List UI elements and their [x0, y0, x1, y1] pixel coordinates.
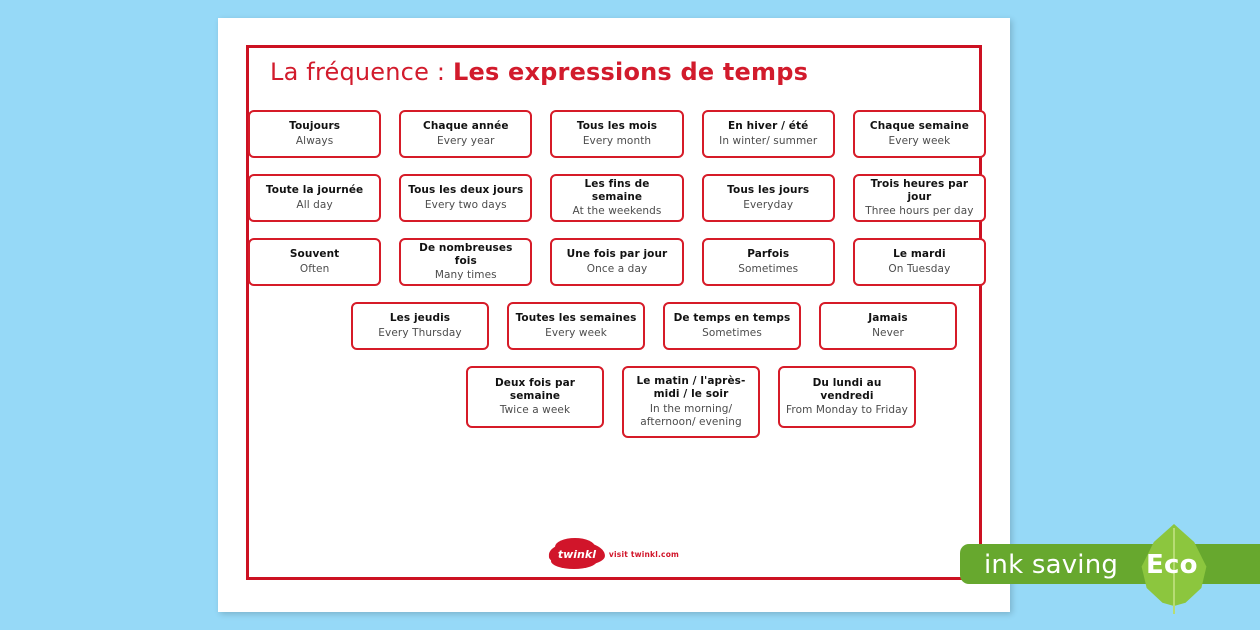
twinkl-logo[interactable]: twinkl visit twinkl.com: [548, 538, 680, 569]
card-english-term: Often: [299, 263, 330, 275]
expression-card[interactable]: Tous les mois Every month: [550, 110, 684, 158]
card-french-term: Du lundi au vendredi: [812, 376, 882, 402]
card-french-term: Souvent: [289, 248, 340, 261]
eco-label: Eco: [1146, 550, 1198, 580]
card-french-term: Toute la journée: [265, 184, 364, 197]
expression-card[interactable]: En hiver / été In winter/ summer: [701, 110, 835, 158]
blob-part: [554, 538, 595, 556]
card-english-term: Sometimes: [738, 263, 799, 275]
card-row-1: Toujours Always Chaque année Every year …: [248, 110, 987, 158]
card-french-term: Les fins de semaine: [584, 177, 650, 203]
card-english-term: Always: [295, 135, 334, 147]
expression-card-grid: Toujours Always Chaque année Every year …: [248, 110, 987, 582]
card-french-term: Deux fois par semaine: [494, 376, 576, 402]
card-french-term: Tous les deux jours: [408, 184, 524, 197]
card-french-term: Le matin / l'après-midi / le soir: [636, 375, 746, 401]
card-english-term: Many times: [434, 269, 497, 282]
expression-card[interactable]: Toute la journée All day: [248, 174, 382, 222]
card-row-4: Les jeudis Every Thursday Toutes les sem…: [322, 302, 986, 350]
card-french-term: Toujours: [289, 120, 341, 133]
worksheet-page: La fréquence : Les expressions de temps …: [218, 18, 1010, 612]
card-english-term: Sometimes: [702, 327, 762, 339]
worksheet-border-frame: [246, 45, 982, 580]
card-row-5: Deux fois par semaine Twice a week Le ma…: [396, 366, 986, 438]
expression-card[interactable]: Deux fois par semaine Twice a week: [466, 366, 604, 428]
card-english-term: Everyday: [743, 199, 794, 211]
card-english-term: Every two days: [424, 199, 507, 211]
expression-card[interactable]: Parfois Sometimes: [701, 238, 835, 286]
expression-card[interactable]: Le matin / l'après-midi / le soir In the…: [622, 366, 760, 438]
expression-card[interactable]: Les jeudis Every Thursday: [351, 302, 489, 350]
card-english-term: Every Thursday: [378, 327, 462, 339]
card-english-term: Every week: [545, 327, 607, 339]
expression-card[interactable]: De nombreuses fois Many times: [399, 238, 533, 286]
expression-card[interactable]: Toujours Always: [248, 110, 382, 158]
card-english-term: Three hours per day: [865, 205, 974, 218]
blob-part: [550, 553, 597, 569]
card-english-term: Every week: [888, 135, 951, 147]
ink-saving-label: ink saving: [984, 550, 1119, 580]
card-english-term: Once a day: [586, 263, 648, 275]
twinkl-blob-icon: twinkl: [548, 538, 605, 569]
card-english-term: From Monday to Friday: [786, 404, 908, 417]
page-title: La fréquence : Les expressions de temps: [270, 58, 808, 86]
card-french-term: Chaque année: [423, 120, 509, 133]
leaf-vein-icon: [1173, 528, 1175, 614]
card-french-term: Parfois: [747, 248, 790, 261]
page-title-lead: La fréquence :: [270, 58, 453, 86]
expression-card[interactable]: Chaque semaine Every week: [852, 110, 987, 158]
card-french-term: Le mardi: [893, 248, 946, 261]
card-row-3: Souvent Often De nombreuses fois Many ti…: [248, 238, 987, 286]
card-english-term: On Tuesday: [888, 263, 951, 275]
card-french-term: Chaque semaine: [869, 120, 969, 133]
expression-card[interactable]: Jamais Never: [819, 302, 957, 350]
card-english-term: Every year: [437, 135, 495, 147]
card-french-term: De temps en temps: [673, 312, 791, 325]
card-row-2: Toute la journée All day Tous les deux j…: [248, 174, 987, 222]
card-french-term: Tous les mois: [576, 120, 658, 133]
expression-card[interactable]: Trois heures par jour Three hours per da…: [852, 174, 987, 222]
card-english-term: Every month: [582, 135, 652, 147]
expression-card[interactable]: Le mardi On Tuesday: [852, 238, 987, 286]
card-french-term: Une fois par jour: [566, 248, 668, 261]
card-english-term: In winter/ summer: [719, 135, 818, 147]
card-english-term: In the morning/ afternoon/ evening: [640, 403, 742, 428]
expression-card[interactable]: Souvent Often: [248, 238, 382, 286]
card-french-term: En hiver / été: [728, 120, 809, 133]
ink-saving-eco-badge: ink saving Eco: [960, 524, 1260, 614]
expression-card[interactable]: De temps en temps Sometimes: [663, 302, 801, 350]
expression-card[interactable]: Une fois par jour Once a day: [550, 238, 684, 286]
card-english-term: At the weekends: [572, 205, 662, 218]
card-french-term: De nombreuses fois: [419, 241, 513, 267]
twinkl-wordmark: twinkl: [557, 547, 596, 561]
page-title-bold: Les expressions de temps: [453, 58, 809, 86]
expression-card[interactable]: Toutes les semaines Every week: [507, 302, 645, 350]
card-english-term: All day: [296, 199, 333, 211]
card-french-term: Trois heures par jour: [870, 177, 969, 203]
expression-card[interactable]: Tous les deux jours Every two days: [399, 174, 533, 222]
card-french-term: Toutes les semaines: [515, 312, 637, 325]
card-french-term: Jamais: [868, 312, 908, 325]
expression-card[interactable]: Tous les jours Everyday: [701, 174, 835, 222]
expression-card[interactable]: Chaque année Every year: [399, 110, 533, 158]
card-french-term: Tous les jours: [727, 184, 810, 197]
eco-banner-background: [960, 544, 1260, 584]
card-english-term: Never: [872, 327, 904, 339]
twinkl-url-label: visit twinkl.com: [608, 549, 680, 559]
card-english-term: Twice a week: [499, 404, 571, 417]
card-french-term: Les jeudis: [389, 312, 451, 325]
expression-card[interactable]: Les fins de semaine At the weekends: [550, 174, 684, 222]
expression-card[interactable]: Du lundi au vendredi From Monday to Frid…: [778, 366, 916, 428]
